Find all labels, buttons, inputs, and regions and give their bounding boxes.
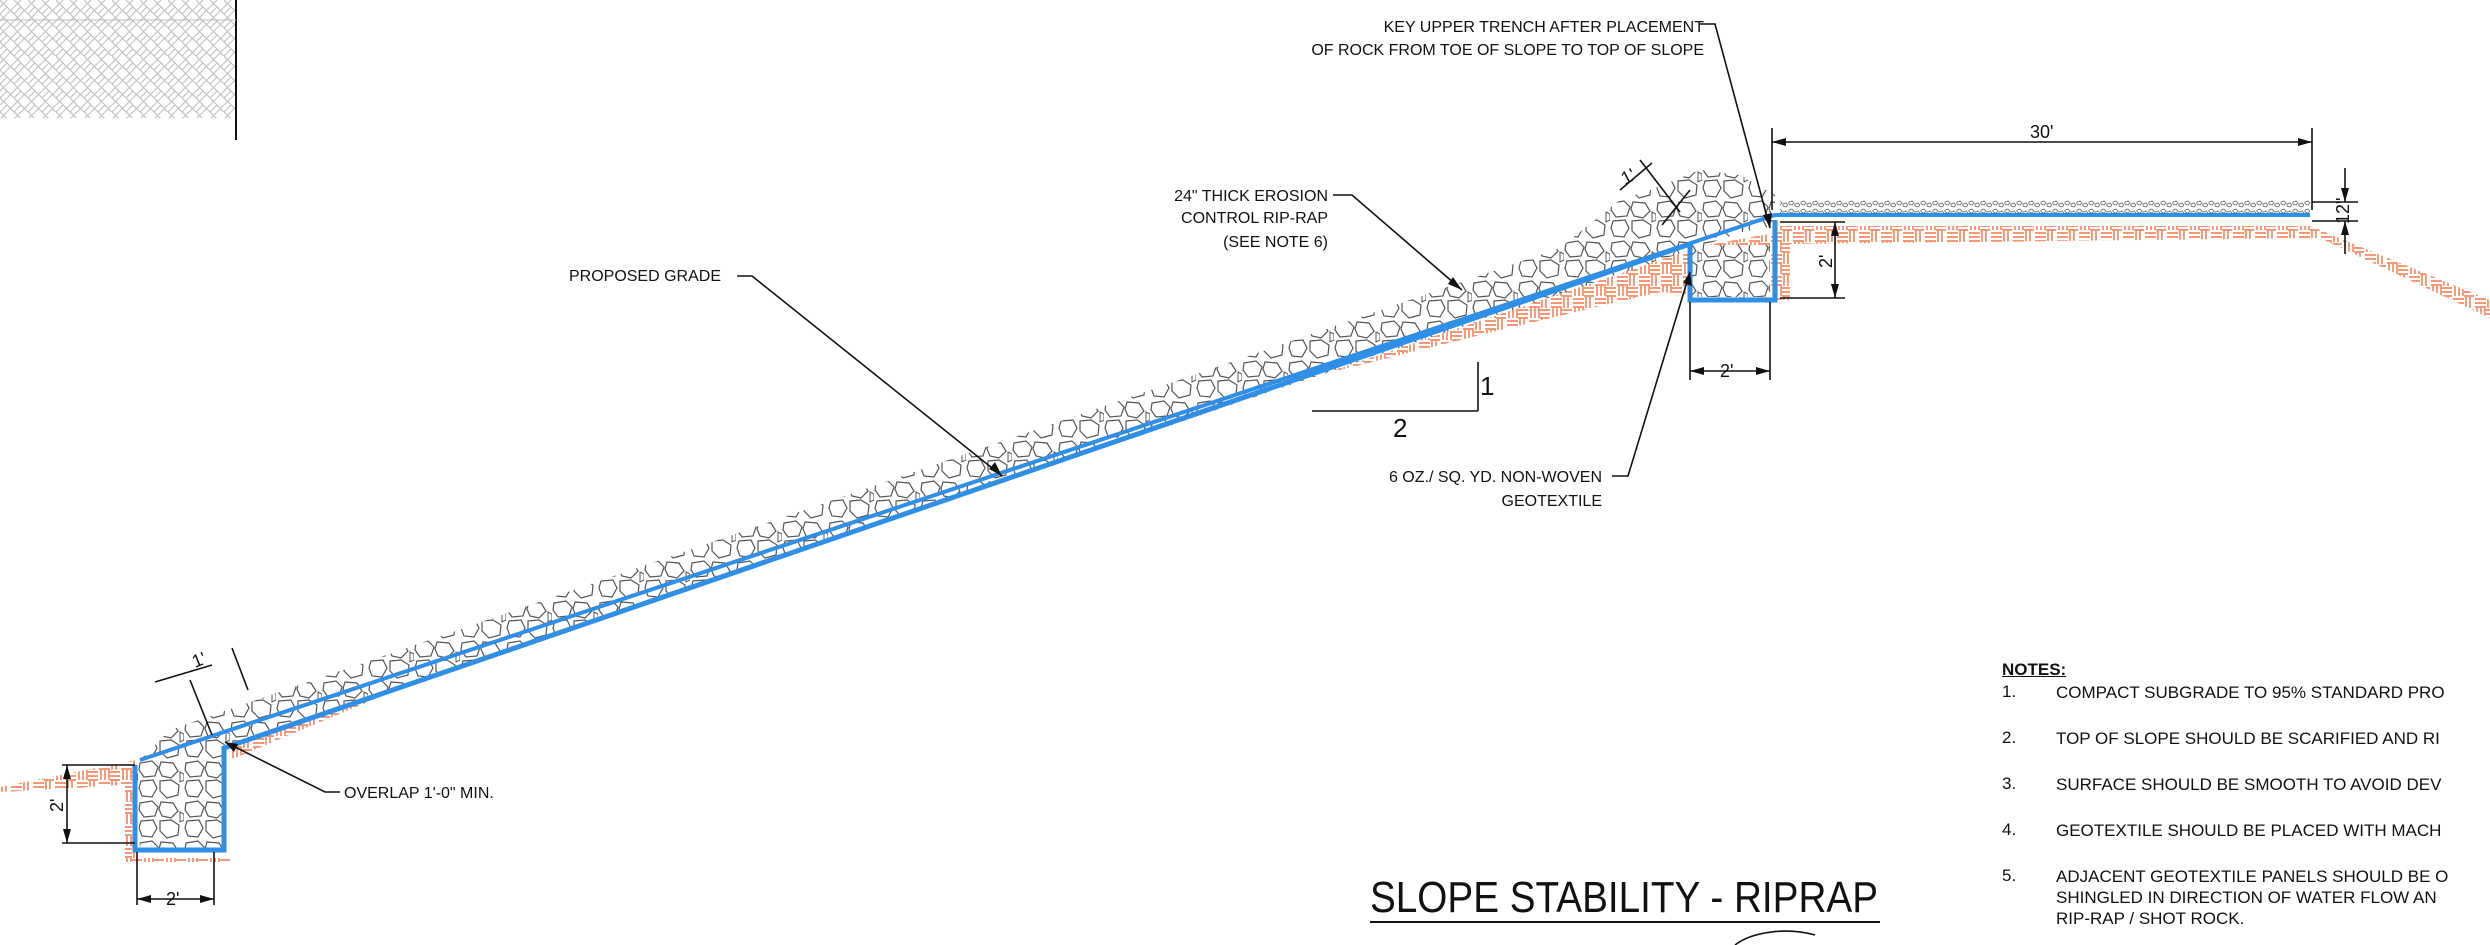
geotextile-leader xyxy=(1612,271,1691,477)
overlap-leader xyxy=(224,741,340,793)
geotextile-label-line2: GEOTEXTILE xyxy=(1502,493,1602,510)
note-item: 2. TOP OF SLOPE SHOULD BE SCARIFIED AND … xyxy=(2002,728,2440,748)
proposed-grade-leader xyxy=(737,275,1003,477)
dim-top-thickness: 12" xyxy=(2333,198,2353,224)
drawing-title: SLOPE STABILITY - RIPRAP xyxy=(1370,873,1878,922)
dim-upper-thickness: 1' xyxy=(1617,165,1638,189)
riprap-label-line2: CONTROL RIP-RAP xyxy=(1181,210,1328,227)
key-trench-leader xyxy=(1700,23,1771,229)
proposed-grade-label: PROPOSED GRADE xyxy=(569,268,721,285)
existing-wall-hatch xyxy=(0,0,236,118)
upper-trench-riprap xyxy=(1690,245,1770,297)
dim-lower-trench-width: 2' xyxy=(166,889,179,909)
note-item: 4. GEOTEXTILE SHOULD BE PLACED WITH MACH xyxy=(2002,820,2442,840)
dim-top-width: 30' xyxy=(2030,122,2053,142)
notes-block: NOTES: 1. COMPACT SUBGRADE TO 95% STANDA… xyxy=(2002,660,2490,929)
dim-upper-trench-width: 2' xyxy=(1720,361,1733,381)
slope-rise-label: 1 xyxy=(1480,371,1494,401)
key-trench-label-line2: OF ROCK FROM TOE OF SLOPE TO TOP OF SLOP… xyxy=(1311,42,1704,59)
note-item: 3. SURFACE SHOULD BE SMOOTH TO AVOID DEV xyxy=(2002,774,2442,794)
dim-lower-thickness: 1' xyxy=(189,648,209,672)
geotextile-label-line1: 6 OZ./ SQ. YD. NON-WOVEN xyxy=(1389,469,1602,486)
key-trench-label-line1: KEY UPPER TRENCH AFTER PLACEMENT xyxy=(1384,19,1705,36)
riprap-label-line3: (SEE NOTE 6) xyxy=(1223,234,1328,251)
dim-upper-trench-depth: 2' xyxy=(1816,255,1836,268)
note-item: 1. COMPACT SUBGRADE TO 95% STANDARD PRO xyxy=(2002,682,2445,702)
geotextile-line xyxy=(132,220,1778,853)
riprap-leader xyxy=(1333,194,1463,291)
slope-run-label: 2 xyxy=(1393,413,1407,443)
notes-heading: NOTES: xyxy=(2002,660,2067,679)
riprap-layer xyxy=(135,200,1775,850)
riprap-upper-surface xyxy=(135,170,1775,765)
riprap-label-line1: 24" THICK EROSION xyxy=(1174,188,1328,205)
detail-bubble xyxy=(1734,930,1816,945)
note-item: 5. ADJACENT GEOTEXTILE PANELS SHOULD BE … xyxy=(2002,866,2449,928)
dim-lower-trench-depth: 2' xyxy=(47,799,67,812)
geotextile-upper-line xyxy=(139,213,2310,762)
overlap-label: OVERLAP 1'-0" MIN. xyxy=(344,785,494,802)
top-gravel-layer xyxy=(1780,200,2310,216)
